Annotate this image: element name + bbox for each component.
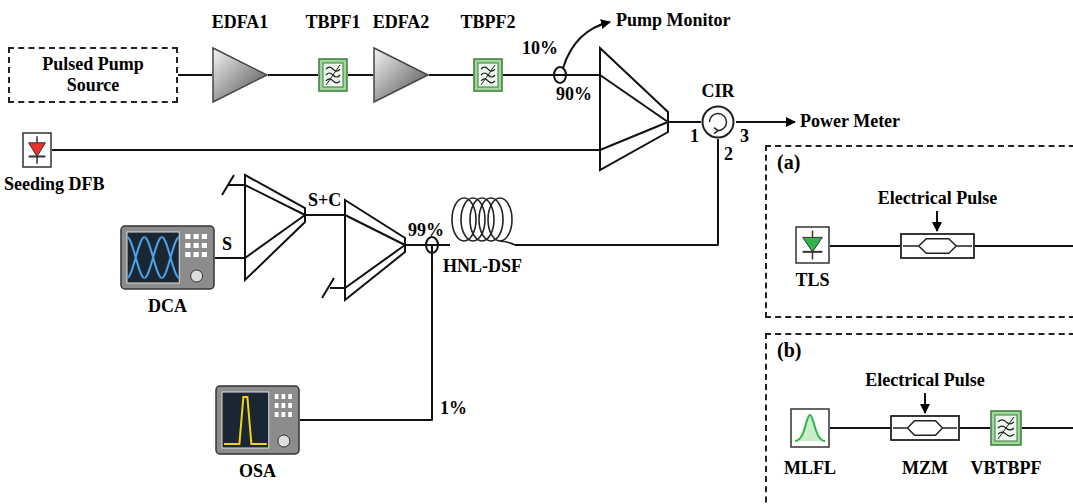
modulator-symbol — [890, 415, 960, 441]
component-label: Pulsed Pump Source — [28, 54, 158, 95]
output-arrow — [736, 121, 795, 123]
tunable-laser: TLS — [795, 226, 830, 264]
port-label: Pump Monitor — [616, 10, 731, 31]
laser-source-symbol — [795, 226, 830, 264]
fiber-link — [178, 74, 212, 76]
inset-panel: (b)MLFLElectrical PulseMZMVBTBPF — [765, 333, 1073, 504]
modulator: Electrical PulseMZM — [890, 415, 960, 441]
fiber-link — [503, 75, 701, 122]
component-label: Electrical Pulse — [863, 370, 987, 391]
circulator-symbol — [701, 105, 735, 139]
component-label: DCA — [148, 296, 187, 317]
port-label: 1 — [690, 126, 699, 147]
modulator: Electrical Pulse — [900, 233, 975, 259]
pump-source-box: Pulsed Pump Source — [8, 47, 178, 103]
wdm-coupler — [345, 200, 405, 300]
port-label: S+C — [308, 190, 341, 211]
component-label: EDFA2 — [373, 12, 430, 33]
component-label: TBPF1 — [305, 12, 360, 33]
component-label: TBPF2 — [460, 12, 515, 33]
amplifier-symbol — [373, 47, 429, 103]
fiber-link — [429, 74, 473, 76]
port-label: 1% — [440, 398, 467, 419]
monitor-arrow — [563, 22, 610, 68]
fiber-link — [960, 427, 990, 429]
fiber-link — [300, 245, 450, 420]
port-label: 10% — [522, 38, 558, 59]
instrument-icon — [215, 385, 300, 455]
fiber-link — [515, 139, 718, 245]
bandpass-filter-symbol — [990, 410, 1022, 446]
instrument-icon — [120, 225, 215, 290]
drive-arrow — [924, 393, 926, 413]
fiber-link — [830, 245, 900, 247]
port-label: 90% — [556, 84, 592, 105]
amplifier: EDFA2 — [373, 47, 429, 103]
bandpass-filter-symbol — [473, 58, 503, 92]
port-label: 3 — [740, 126, 749, 147]
component-label: EDFA1 — [212, 12, 269, 33]
laser-source-symbol — [22, 132, 52, 168]
drive-arrow — [936, 211, 938, 231]
fiber-coil — [450, 195, 515, 250]
component-label: CIR — [701, 81, 734, 102]
wdm-coupler — [245, 175, 305, 280]
oscilloscope: DCA — [120, 225, 215, 290]
amplifier: EDFA1 — [212, 47, 268, 103]
port-termination — [322, 278, 334, 298]
fiber-link — [348, 74, 373, 76]
component-label: Seeding DFB — [4, 174, 105, 195]
output-fiber — [975, 245, 1073, 247]
port-label: 99% — [408, 220, 444, 241]
fiber-link — [52, 122, 701, 150]
component-label: MLFL — [784, 458, 836, 479]
component-label: OSA — [239, 461, 276, 482]
component-label: Electrical Pulse — [876, 188, 1000, 209]
amplifier-symbol — [212, 47, 268, 103]
component-label: VBTBPF — [970, 458, 1041, 479]
fiber-spool: HNL-DSF — [450, 195, 515, 250]
port-termination — [222, 175, 234, 195]
port-label: 2 — [724, 144, 733, 165]
fiber-link — [215, 215, 450, 258]
mode-locked-laser-symbol — [790, 408, 830, 448]
fiber-link — [268, 74, 318, 76]
inset-panel: (a) TLS Electrical Pulse — [765, 145, 1073, 318]
output-fiber — [1022, 427, 1073, 429]
unused-port — [228, 185, 305, 215]
unused-port — [330, 245, 405, 288]
component-label: MZM — [902, 458, 948, 479]
modulator-symbol — [900, 233, 975, 259]
component-label: HNL-DSF — [443, 256, 522, 277]
panel-tag: (a) — [777, 151, 800, 174]
port-label: S — [222, 234, 232, 255]
mode-locked-laser: MLFL — [790, 408, 830, 448]
bandpass-filter: TBPF2 — [473, 58, 503, 92]
bandpass-filter: VBTBPF — [990, 410, 1022, 446]
circulator: CIR — [701, 105, 735, 139]
bandpass-filter: TBPF1 — [318, 58, 348, 92]
bandpass-filter-symbol — [318, 58, 348, 92]
fiber-link — [830, 427, 890, 429]
spectrum-analyzer: OSA — [215, 385, 300, 455]
tap-coupler — [554, 67, 566, 83]
panel-tag: (b) — [777, 339, 801, 362]
port-label: Power Meter — [800, 111, 900, 132]
seed-laser: Seeding DFB — [22, 132, 52, 168]
component-label: TLS — [795, 270, 829, 291]
couplers — [222, 22, 1073, 428]
combiner-coupler — [600, 48, 668, 170]
